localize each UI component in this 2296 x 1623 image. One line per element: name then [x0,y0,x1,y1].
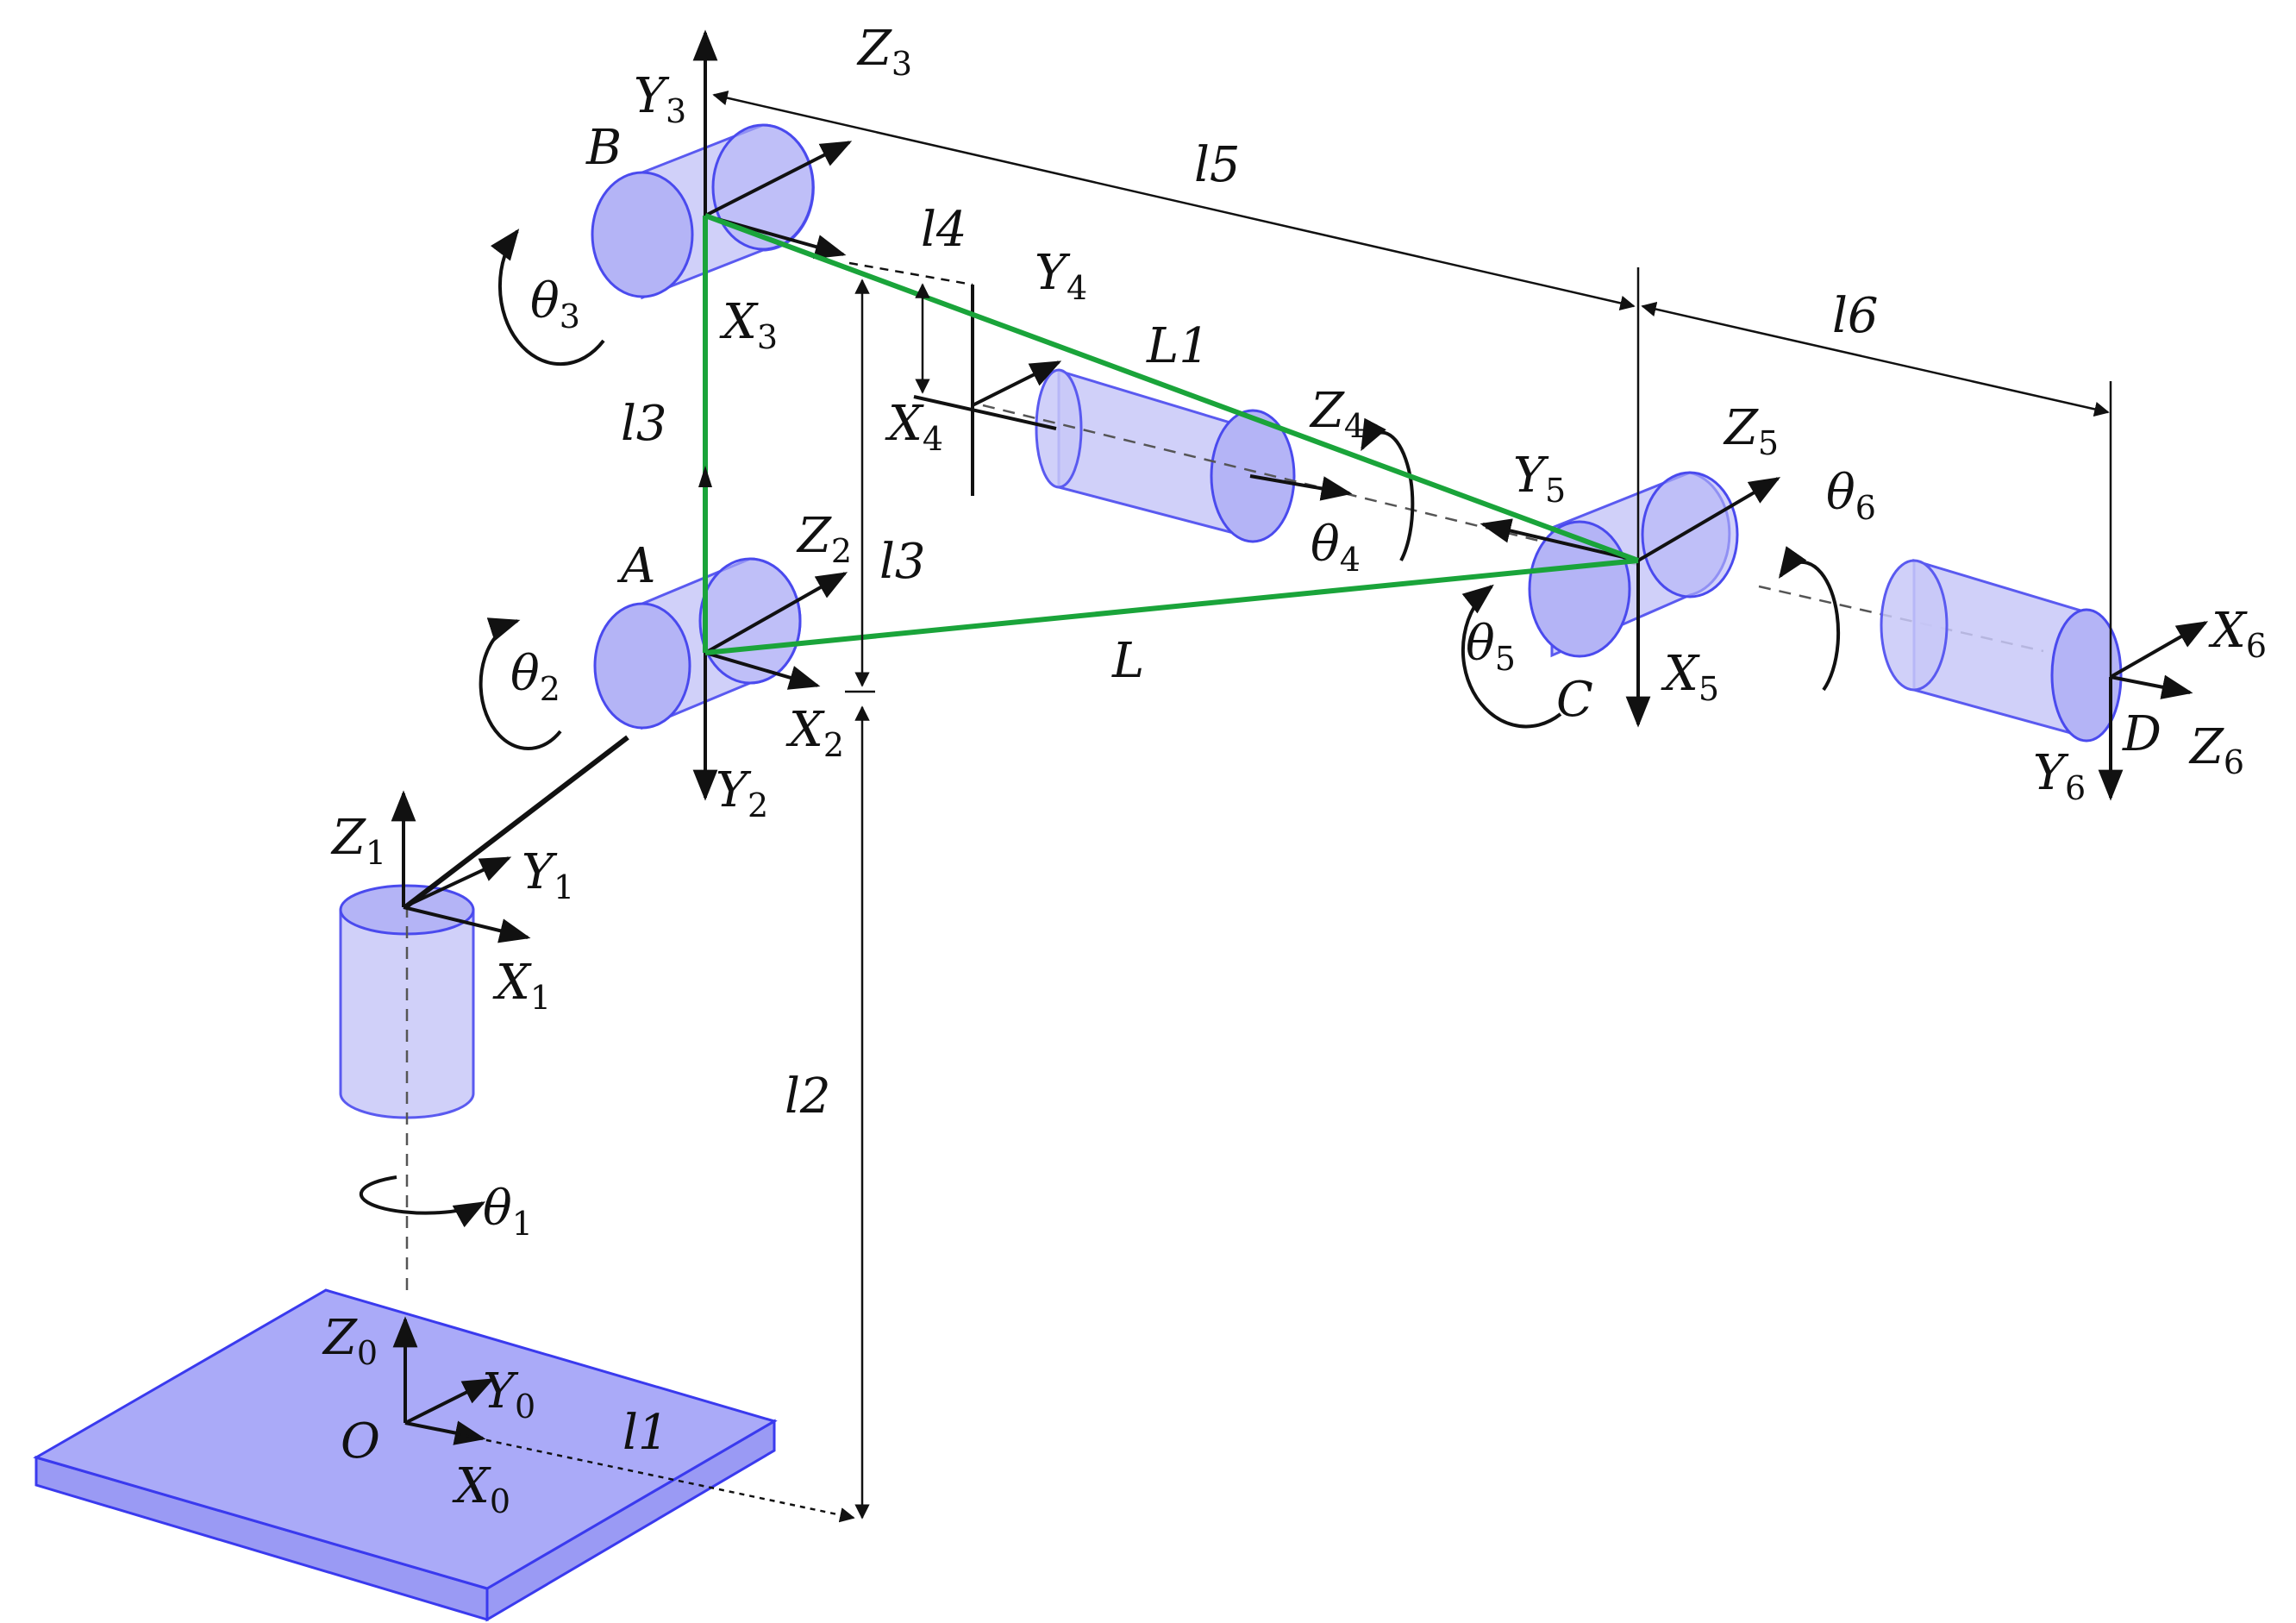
axis-label-X2: X2 [785,702,844,764]
axis-label-Z5: Z5 [1723,400,1779,462]
joint-5-cylinder [1528,471,1739,658]
axis-label-X3: X3 [719,294,778,356]
axis-label-Y5: Y5 [1513,448,1566,510]
theta-5-rotation-arrow [1461,584,1562,729]
frame-6 [2098,381,2209,801]
length-label-L1: L1 [1146,318,1210,374]
angle-label-theta-5: θ5 [1466,616,1516,678]
axis-label-Y2: Y2 [716,762,768,824]
length-label-l6: l6 [1832,288,1879,344]
axis-label-Y0: Y0 [483,1363,535,1426]
frame-5 [1480,267,2044,728]
theta-3-rotation-arrow [490,229,605,367]
frame-4 [913,285,1353,501]
length-label-l3-right: l3 [879,534,926,590]
dimension-l3-right [848,261,973,687]
axis-label-X6: X6 [2208,603,2267,665]
axis-label-X1: X1 [492,955,551,1017]
axis-label-Y3: Y3 [634,68,686,130]
axis-label-Z0: Z0 [322,1310,378,1372]
theta-2-rotation-arrow [479,617,562,751]
axis-label-Z1: Z1 [330,810,386,872]
dimension-l6 [1641,301,2110,417]
length-label-L: L [1111,633,1144,689]
point-label-O: O [341,1413,380,1469]
length-label-l4: l4 [921,202,967,258]
axis-label-Y4: Y4 [1035,245,1087,307]
length-label-l3-upper: l3 [621,396,667,452]
point-label-B: B [585,120,622,176]
dimension-l5 [712,90,1636,311]
frame-1 [391,790,531,943]
dimension-l1 [404,1421,855,1523]
axis-label-Y6: Y6 [2033,745,2086,807]
theta-6-rotation-arrow [1778,546,1841,692]
theta-1-rotation-arrow [359,1175,486,1228]
axis-label-X0: X0 [452,1458,510,1520]
axis-label-Z3: Z3 [856,21,912,83]
base-plate [33,1288,778,1622]
length-label-l2: l2 [785,1068,831,1125]
length-label-l1: l1 [622,1405,669,1461]
angle-label-theta-2: θ2 [510,646,560,708]
axis-label-X4: X4 [885,396,943,458]
angle-label-theta-6: θ6 [1826,465,1876,527]
point-label-C: C [1556,672,1593,728]
axis-label-Z2: Z2 [796,508,852,570]
angle-label-theta-1: θ1 [483,1181,533,1243]
point-label-A: A [616,538,655,594]
length-label-l5: l5 [1194,137,1241,193]
point-label-D: D [2122,706,2161,762]
link-1-2 [404,735,629,910]
axis-label-Y1: Y1 [522,844,574,906]
theta-4-rotation-arrow [1361,417,1415,561]
frame-2 [692,572,848,801]
dimension-l2 [845,690,875,1520]
axis-label-Z6: Z6 [2188,719,2244,781]
angle-label-theta-3: θ3 [530,273,580,335]
angle-label-theta-4: θ4 [1311,517,1361,579]
joint-1-cylinder [339,884,475,1294]
joint-6-cylinder [1880,558,2123,743]
axis-label-Z4: Z4 [1309,383,1365,445]
axis-label-X5: X5 [1661,646,1719,708]
